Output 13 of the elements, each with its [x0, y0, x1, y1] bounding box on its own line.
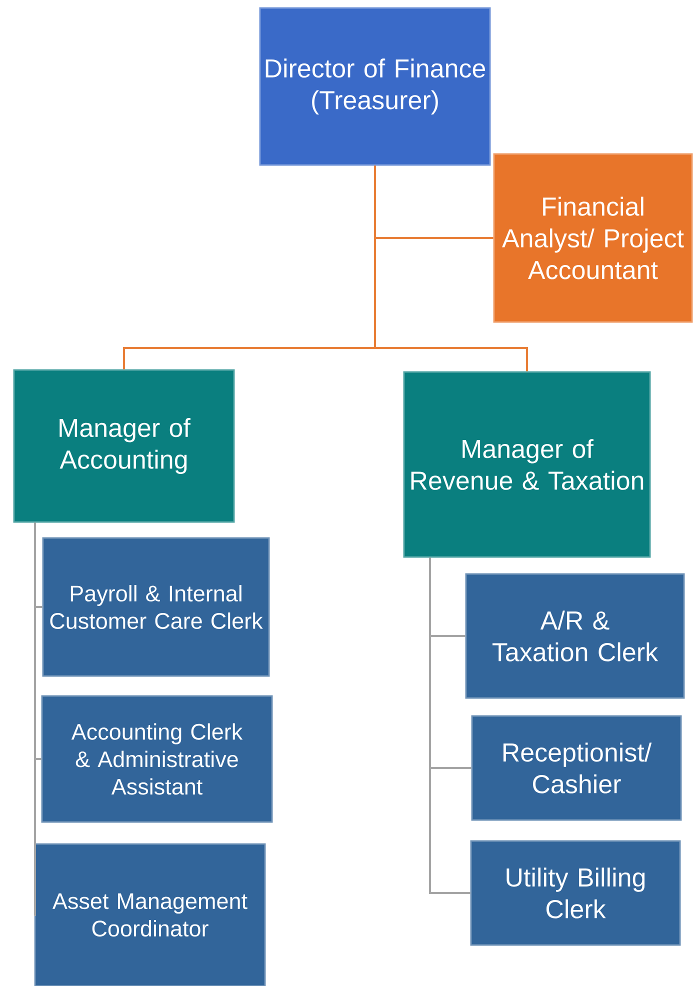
connector-line [33, 522, 36, 916]
director-box: Director of Finance (Treasurer) [259, 7, 491, 166]
manager-box: Manager of Revenue & Taxation [403, 371, 651, 558]
clerk-box: A/R & Taxation Clerk [465, 573, 685, 699]
clerk-box: Utility Billing Clerk [470, 840, 681, 946]
clerk-box: Accounting Clerk & Administrative Assistant [41, 695, 273, 823]
clerk-box: Asset Management Coordinator [34, 843, 266, 986]
connector-line [429, 558, 470, 894]
clerk-box: Payroll & Internal Customer Care Clerk [42, 537, 270, 677]
clerk-box: Receptionist/ Cashier [471, 715, 682, 821]
analyst-box: Financial Analyst/ Project Accountant [493, 153, 693, 323]
manager-box: Manager of Accounting [13, 369, 235, 523]
connector-line [374, 166, 528, 372]
